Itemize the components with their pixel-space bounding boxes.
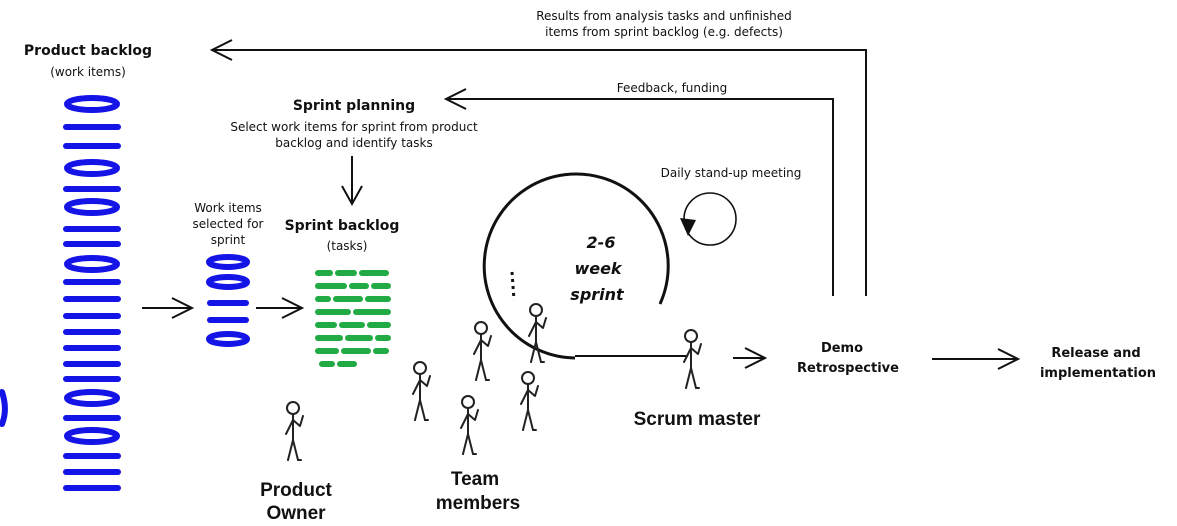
selected-items-line3: sprint bbox=[211, 233, 246, 247]
release-label-2: implementation bbox=[1040, 366, 1156, 381]
sprint-cycle bbox=[482, 172, 688, 360]
sprint-planning-title: Sprint planning bbox=[293, 98, 415, 114]
sprint-backlog-subtitle: (tasks) bbox=[327, 239, 368, 253]
feedback-arrow bbox=[443, 88, 834, 296]
release-label-1: Release and bbox=[1051, 346, 1140, 361]
arrow-selected-to-sprint-backlog bbox=[256, 297, 305, 319]
daily-standup-loop bbox=[680, 192, 737, 246]
team-label-2: members bbox=[436, 493, 521, 514]
demo-label: Demo bbox=[821, 341, 863, 356]
arrow-to-release bbox=[932, 348, 1021, 370]
arrow-planning-to-sprint-backlog bbox=[341, 156, 363, 207]
daily-standup-label: Daily stand-up meeting bbox=[661, 166, 802, 180]
results-arrow bbox=[209, 39, 867, 296]
product-owner-label-1: Product bbox=[260, 480, 332, 501]
results-label-1: Results from analysis tasks and unfinish… bbox=[536, 9, 792, 23]
product-owner-figure bbox=[285, 401, 304, 461]
product-backlog-subtitle: (work items) bbox=[50, 65, 126, 79]
team-label-1: Team bbox=[451, 469, 499, 490]
arrow-backlog-to-selected bbox=[142, 297, 195, 319]
product-backlog-title: Product backlog bbox=[24, 43, 152, 59]
arrow-to-demo bbox=[733, 347, 768, 369]
selected-items bbox=[206, 254, 250, 347]
scrum-master-label: Scrum master bbox=[634, 409, 761, 430]
team-figures bbox=[412, 303, 547, 455]
sprint-backlog-tasks bbox=[315, 270, 391, 367]
product-backlog-items bbox=[63, 95, 121, 491]
sprint-label-1: 2-6 bbox=[587, 233, 616, 252]
selected-items-line2: selected for bbox=[193, 217, 264, 231]
edge-mark bbox=[0, 389, 8, 427]
results-label-2: items from sprint backlog (e.g. defects) bbox=[545, 25, 783, 39]
feedback-label: Feedback, funding bbox=[617, 81, 727, 95]
selected-items-line1: Work items bbox=[194, 201, 262, 215]
sprint-label-3: sprint bbox=[570, 285, 625, 304]
sprint-label-2: week bbox=[574, 259, 622, 278]
sprint-backlog-title: Sprint backlog bbox=[285, 218, 400, 234]
sprint-planning-desc-1: Select work items for sprint from produc… bbox=[230, 120, 478, 134]
scrum-master-figure bbox=[683, 329, 702, 389]
product-owner-label-2: Owner bbox=[266, 503, 326, 524]
retrospective-label: Retrospective bbox=[797, 361, 899, 376]
sprint-planning-desc-2: backlog and identify tasks bbox=[275, 136, 432, 150]
